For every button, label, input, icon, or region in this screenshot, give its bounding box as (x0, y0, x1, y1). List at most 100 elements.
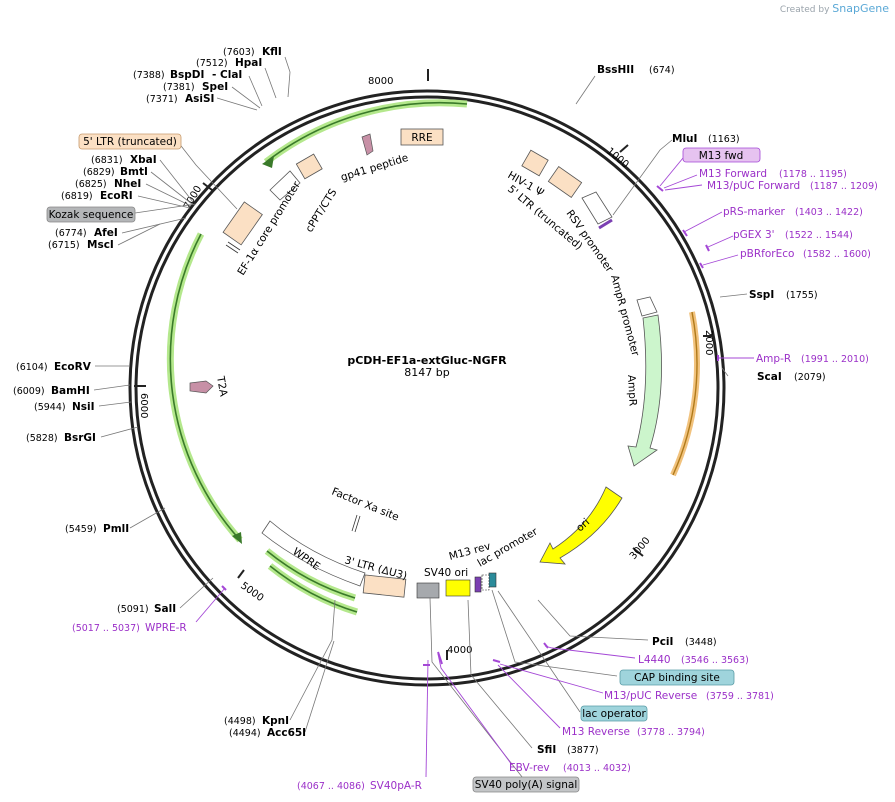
site-acc65i[interactable]: (4494) Acc65I (229, 727, 306, 739)
svg-text:pBRforEco: pBRforEco (740, 248, 794, 260)
lac-promoter-feature[interactable] (481, 574, 490, 591)
m13-fwd-box[interactable] (682, 147, 761, 163)
svg-text:(6819): (6819) (61, 191, 93, 202)
lac-op-feature[interactable] (488, 572, 497, 588)
site-afei[interactable]: (6774)AfeI (55, 227, 118, 239)
svg-text:PciI: PciI (652, 636, 673, 648)
lac-operator-box[interactable] (580, 705, 648, 722)
svg-text:(7381): (7381) (163, 82, 195, 93)
cap-binding-site-box[interactable] (619, 669, 735, 686)
site-kpni[interactable]: (4498)KpnI (224, 715, 289, 727)
ltr3-feature[interactable] (362, 574, 407, 598)
orf-arc-bottom-1[interactable] (266, 550, 356, 599)
svg-text:M13 Forward: M13 Forward (699, 168, 767, 180)
kozak-sequence-box-label: Kozak sequence (49, 209, 134, 221)
primer-prs-marker[interactable]: pRS-marker(1403 .. 1422) (723, 206, 863, 218)
site-ecori[interactable]: (6819)EcoRI (61, 190, 133, 202)
primer-wpre-r[interactable]: (5017 .. 5037)WPRE-R (72, 622, 187, 634)
svg-text:(6009): (6009) (13, 386, 45, 397)
gp41-feature[interactable] (361, 133, 374, 156)
factor-xa-label: Factor Xa site (330, 486, 401, 524)
svg-text:(3546 .. 3563): (3546 .. 3563) (681, 655, 749, 666)
primer-amp-r[interactable]: Amp-R(1991 .. 2010) (756, 353, 869, 365)
orange-arc[interactable] (672, 311, 698, 476)
svg-text:AsiSI: AsiSI (185, 93, 214, 105)
primer-ebv-rev[interactable]: EBV-rev(4013 .. 4032) (509, 762, 631, 774)
gp41-label: gp41 peptide (339, 152, 409, 184)
cppt-feature[interactable] (295, 153, 323, 180)
primer-m13-forward[interactable]: M13 Forward(1178 .. 1195) (699, 168, 847, 180)
svg-text:SpeI: SpeI (202, 81, 228, 93)
svg-text:(3448): (3448) (685, 637, 717, 648)
orf-arc-bottom-2[interactable] (269, 565, 358, 613)
svg-text:(4494): (4494) (229, 728, 261, 739)
t2a-label: T2A (214, 374, 230, 398)
site-msci[interactable]: (6715)MscI (48, 239, 114, 251)
svg-text:(7512): (7512) (196, 58, 228, 69)
site-scai[interactable]: ScaI(2079) (757, 371, 826, 383)
sv40-polya-feature[interactable] (416, 582, 440, 599)
ltr5-truncated-box-label: 5' LTR (truncated) (83, 136, 177, 148)
orf-arc-top[interactable] (265, 101, 468, 163)
ltr5-truncated-box[interactable] (78, 133, 182, 150)
primer-m13-puc-reverse[interactable]: M13/pUC Reverse(3759 .. 3781) (604, 690, 774, 702)
ef1a-feature[interactable] (222, 201, 263, 246)
orf-arc-left[interactable] (169, 233, 241, 541)
primer-l4440[interactable]: L4440(3546 .. 3563) (638, 654, 749, 666)
rsv-feature[interactable] (581, 191, 613, 225)
svg-text:Acc65I: Acc65I (267, 727, 306, 739)
svg-text:(2079): (2079) (794, 372, 826, 383)
sv40-ori-feature[interactable] (445, 579, 471, 597)
site-nhei[interactable]: (6825)NheI (75, 178, 141, 190)
svg-text:- ClaI: - ClaI (212, 69, 242, 81)
site-sali[interactable]: (5091)SalI (117, 603, 176, 615)
site-bspdi-clai[interactable]: (7388)BspDI- ClaI (133, 69, 242, 81)
svg-text:(6715): (6715) (48, 240, 80, 251)
m13-fwd-box-label: M13 fwd (699, 150, 744, 162)
site-kfli[interactable]: (7603)KflI (223, 46, 282, 58)
site-bmti[interactable]: (6829)BmtI (83, 166, 148, 178)
ef1a-arrow-feature[interactable] (269, 170, 301, 201)
site-spei[interactable]: (7381) SpeI (163, 81, 228, 93)
hiv-psi-feature[interactable] (521, 149, 549, 177)
svg-text:(1991 .. 2010): (1991 .. 2010) (801, 354, 869, 365)
site-bsshii[interactable]: BssHII(674) (597, 64, 675, 76)
site-xbai[interactable]: (6831)XbaI (91, 154, 157, 166)
m13-rev-feature[interactable] (474, 576, 482, 593)
site-ecorv[interactable]: (6104)EcoRV (16, 361, 92, 373)
site-asisi[interactable]: (7371)AsiSI (146, 93, 214, 105)
ltr5-feature[interactable] (547, 166, 583, 198)
svg-text:(6831): (6831) (91, 155, 123, 166)
site-pcii[interactable]: PciI (3448) (652, 636, 717, 648)
site-bamhi[interactable]: (6009)BamHI (13, 385, 90, 397)
svg-text:BmtI: BmtI (120, 166, 148, 178)
ampr-feature[interactable] (627, 314, 662, 467)
wpre-feature[interactable] (261, 520, 366, 587)
svg-text:(7388): (7388) (133, 70, 165, 81)
primer-m13-puc-forward[interactable]: M13/pUC Forward(1187 .. 1209) (707, 180, 878, 192)
svg-text:(1755): (1755) (786, 290, 818, 301)
svg-text:(3759 .. 3781): (3759 .. 3781) (706, 691, 774, 702)
primer-sv40pa-r[interactable]: (4067 .. 4086)SV40pA-R (297, 780, 422, 792)
svg-text:WPRE-R: WPRE-R (145, 622, 187, 634)
site-sfii[interactable]: SfiI(3877) (537, 744, 599, 756)
site-mlui[interactable]: MluI(1163) (672, 133, 740, 145)
t2a-feature[interactable] (189, 380, 214, 394)
sv40-polya-signal-box[interactable] (472, 776, 580, 793)
primer-m13-reverse[interactable]: M13 Reverse(3778 .. 3794) (562, 726, 705, 738)
site-sspi[interactable]: SspI(1755) (749, 289, 818, 301)
svg-text:(6825): (6825) (75, 179, 107, 190)
kozak-sequence-box[interactable] (46, 206, 136, 223)
kozak-mark-2 (227, 241, 241, 251)
ori-feature[interactable] (539, 486, 623, 565)
site-hpai[interactable]: (7512)HpaI (196, 57, 262, 69)
site-bsrgi[interactable]: (5828)BsrGI (26, 432, 96, 444)
site-pmli[interactable]: (5459)PmlI (65, 523, 129, 535)
primer-pbrforeco[interactable]: pBRforEco(1582 .. 1600) (740, 248, 871, 260)
ampr-promoter-feature[interactable] (636, 296, 658, 317)
primer-pgex3[interactable]: pGEX 3'(1522 .. 1544) (733, 229, 853, 241)
site-nsii[interactable]: (5944)NsiI (34, 401, 95, 413)
kozak-mark-1 (225, 244, 239, 254)
rre-feature[interactable] (400, 128, 444, 146)
